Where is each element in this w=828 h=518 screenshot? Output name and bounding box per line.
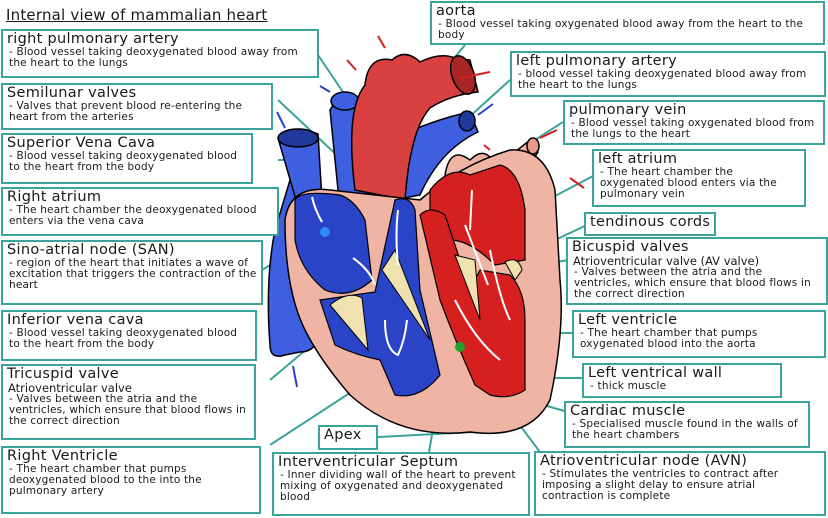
label-apex: Apex [318,425,378,450]
label-heading: Inferior vena cava [7,312,144,328]
label-heading: Tricuspid valve [7,366,119,382]
label-description: - Blood vessel taking oxygenated blood f… [571,117,815,141]
label-heading: Right atrium [7,189,102,205]
label-pulmonary-vein: pulmonary vein - Blood vessel taking oxy… [563,100,825,145]
label-description: - Blood vessel taking oxygenated blood a… [438,18,804,42]
label-heading: Right Ventricle [7,448,118,464]
label-description: - Stimulates the ventricles to contract … [542,468,779,503]
label-description: - Blood vessel taking deoxygenated blood… [9,327,238,351]
label-description: - Valves between the atria and the ventr… [574,266,811,301]
label-description: - Specialised muscle found in the walls … [572,418,798,442]
label-heading: Cardiac muscle [570,403,686,419]
label-description: - thick muscle [590,380,667,393]
label-heading: right pulmonary artery [7,31,179,47]
label-description: - The heart chamber that pumps deoxygena… [9,463,202,498]
label-semilunar-valves: Semilunar valves - Valves that prevent b… [1,83,273,130]
label-description: - The heart chamber the deoxygenated blo… [9,204,257,228]
label-superior-vena-cava: Superior Vena Cava - Blood vessel taking… [1,133,253,184]
label-heading: aorta [436,3,476,19]
label-subheading: Atrioventricular valve [8,381,132,396]
label-heading: Apex [324,427,362,443]
label-interventricular-septum: Interventricular Septum - Inner dividing… [272,452,530,516]
label-cardiac-muscle: Cardiac muscle - Specialised muscle foun… [564,401,810,448]
label-description: - Valves between the atria and the ventr… [9,393,246,428]
label-inferior-vena-cava: Inferior vena cava - Blood vessel taking… [1,310,257,361]
label-heading: Interventricular Septum [278,454,459,470]
label-left-pulmonary-artery: left pulmonary artery - blood vessel tak… [510,51,826,97]
label-heading: pulmonary vein [569,102,687,118]
label-description: - Inner dividing wall of the heart to pr… [280,469,516,504]
label-left-atrium: left atrium - The heart chamber the oxyg… [592,149,806,207]
label-heading: tendinous cords [590,214,711,230]
label-right-atrium: Right atrium - The heart chamber the deo… [1,187,279,236]
label-heading: Bicuspid valves [572,239,689,255]
label-aorta: aorta - Blood vessel taking oxygenated b… [430,1,825,45]
label-description: - The heart chamber that pumps oxygenate… [580,327,758,351]
label-heading: Superior Vena Cava [7,135,156,151]
label-heading: left pulmonary artery [516,53,678,69]
label-bicuspid-valves: Bicuspid valves Atrioventricular valve (… [566,237,828,305]
label-heading: Semilunar valves [7,85,137,101]
label-description: - region of the heart that initiates a w… [9,257,257,292]
label-right-pulmonary-artery: right pulmonary artery - Blood vessel ta… [1,29,319,78]
label-subheading: Atrioventricular valve (AV valve) [573,254,760,269]
label-tendinous-cords: tendinous cords [584,212,716,236]
label-sino-atrial-node: Sino-atrial node (SAN) - region of the h… [1,240,263,305]
label-heading: Left ventrical wall [588,365,723,381]
san-node-marker [320,227,330,237]
label-left-ventricle: Left ventricle - The heart chamber that … [572,310,826,358]
label-atrioventricular-node: Atrioventricular node (AVN) - Stimulates… [534,451,826,516]
label-left-ventricle-wall: Left ventrical wall - thick muscle [582,363,782,398]
label-description: - The heart chamber the oxygenated blood… [600,166,777,201]
label-heading: left atrium [598,151,678,167]
avn-node-marker [455,342,465,352]
label-right-ventricle: Right Ventricle - The heart chamber that… [1,446,261,514]
diagram-title: Internal view of mammalian heart [6,6,268,24]
label-description: - Blood vessel taking deoxygenated blood… [9,46,298,70]
label-heading: Atrioventricular node (AVN) [540,453,748,469]
label-description: - blood vessel taking deoxygenated blood… [518,68,807,92]
label-heading: Left ventricle [578,312,678,328]
label-description: - Blood vessel taking deoxygenated blood… [9,150,238,174]
label-heading: Sino-atrial node (SAN) [7,242,175,258]
label-tricuspid-valve: Tricuspid valve Atrioventricular valve -… [1,364,256,440]
label-description: - Valves that prevent blood re-entering … [9,100,243,124]
